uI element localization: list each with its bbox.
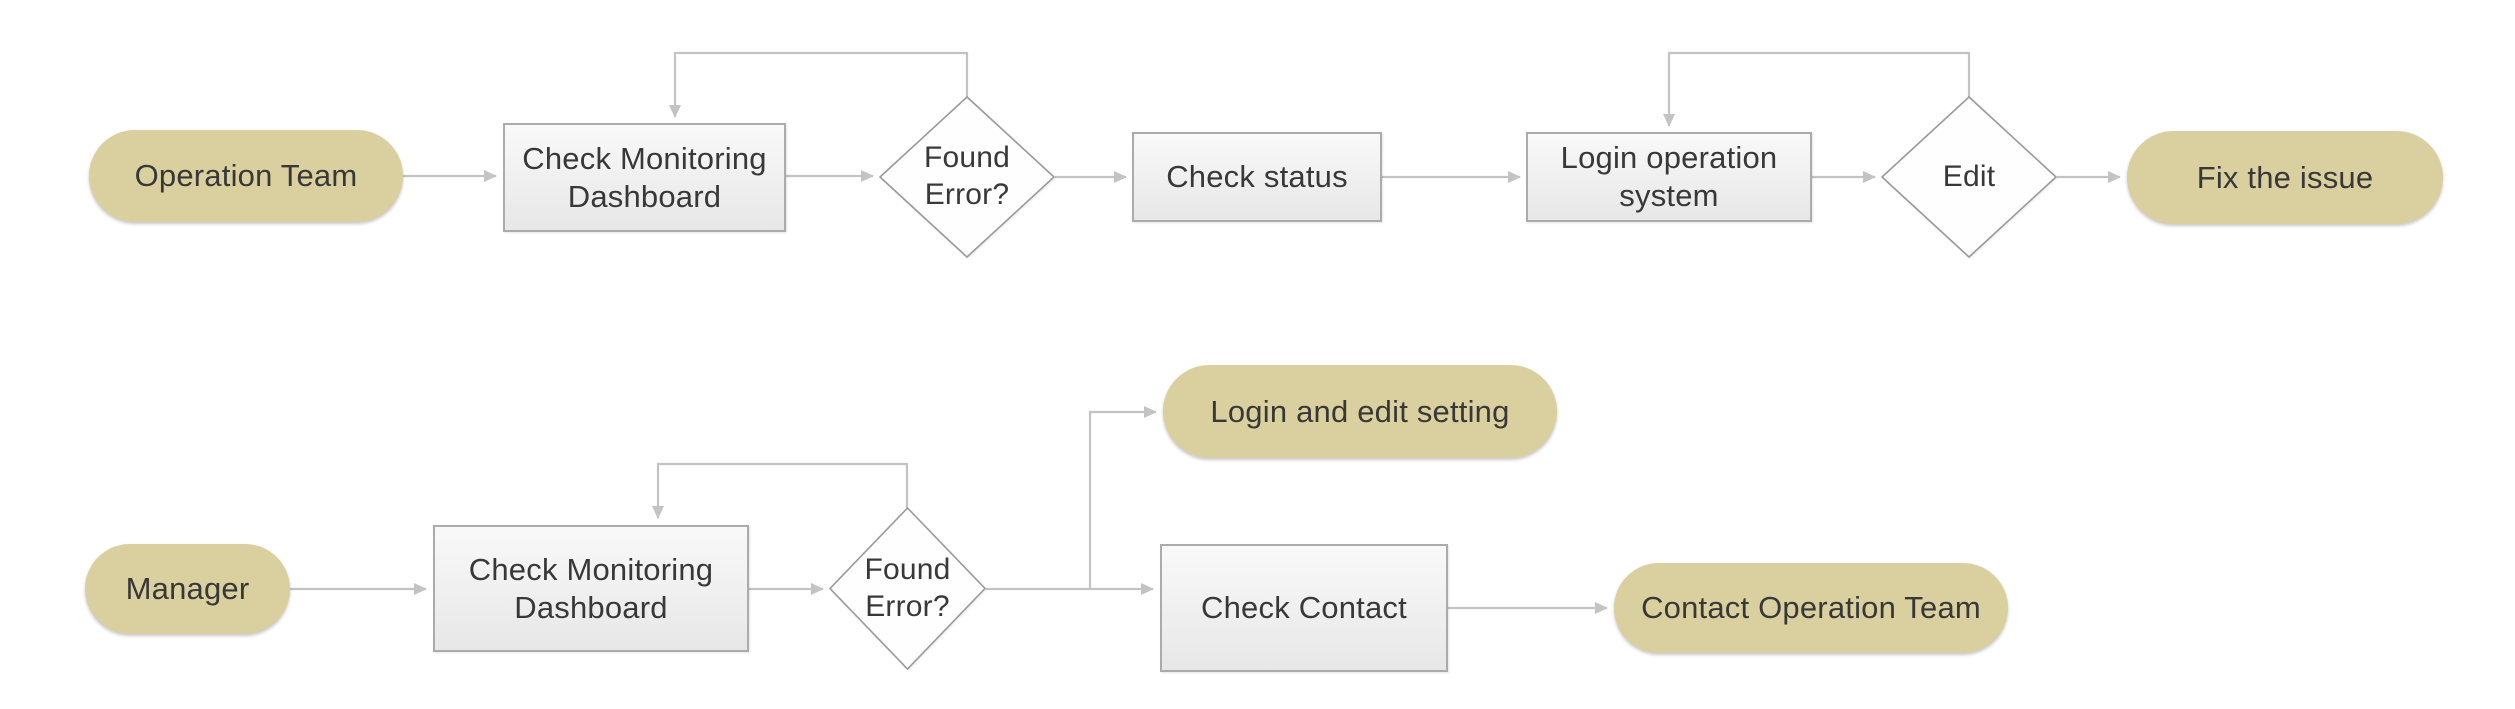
process-check-contact: Check Contact (1160, 544, 1448, 672)
node-label: Fix the issue (2196, 159, 2374, 195)
diamond-shape (829, 507, 986, 670)
terminator-fix-the-issue: Fix the issue (2127, 131, 2443, 224)
node-label: Manager (125, 571, 250, 607)
node-label: Check Monitoring Dashboard (468, 551, 714, 625)
node-label: Operation Team (134, 158, 358, 194)
node-label: Contact Operation Team (1641, 590, 1981, 626)
node-label: Edit (1942, 159, 1996, 193)
branch-found-error-to-login-edit-setting (1088, 406, 1157, 589)
terminator-contact-operation-team: Contact Operation Team (1614, 563, 2008, 653)
node-label: Login and edit setting (1210, 393, 1510, 429)
diamond-shape (879, 96, 1055, 258)
node-label: Login operation system (1560, 140, 1778, 213)
decision-found-error-mgr: Found Error? (829, 507, 986, 670)
process-check-monitoring-dashboard-mgr: Check Monitoring Dashboard (433, 525, 749, 652)
terminator-manager: Manager (85, 544, 290, 634)
node-label: Found Error? (923, 141, 1011, 211)
node-label: Check Contact (1201, 590, 1407, 626)
process-login-operation-system: Login operation system (1526, 132, 1812, 222)
node-label: Check Monitoring Dashboard (522, 140, 767, 214)
diamond-shape (1881, 96, 2057, 258)
terminator-operation-team: Operation Team (89, 130, 403, 222)
terminator-login-and-edit-setting: Login and edit setting (1163, 365, 1557, 458)
node-label: Check status (1166, 159, 1348, 195)
process-check-monitoring-dashboard-ops: Check Monitoring Dashboard (503, 123, 786, 232)
node-label: Found Error? (864, 552, 951, 623)
loop-found-error-ops-to-dashboard (669, 51, 969, 118)
loop-found-error-mgr-to-dashboard (652, 462, 909, 519)
decision-found-error-ops: Found Error? (879, 96, 1055, 258)
process-check-status: Check status (1132, 132, 1382, 222)
decision-edit: Edit (1881, 96, 2057, 258)
loop-edit-to-login-system (1663, 51, 1971, 127)
